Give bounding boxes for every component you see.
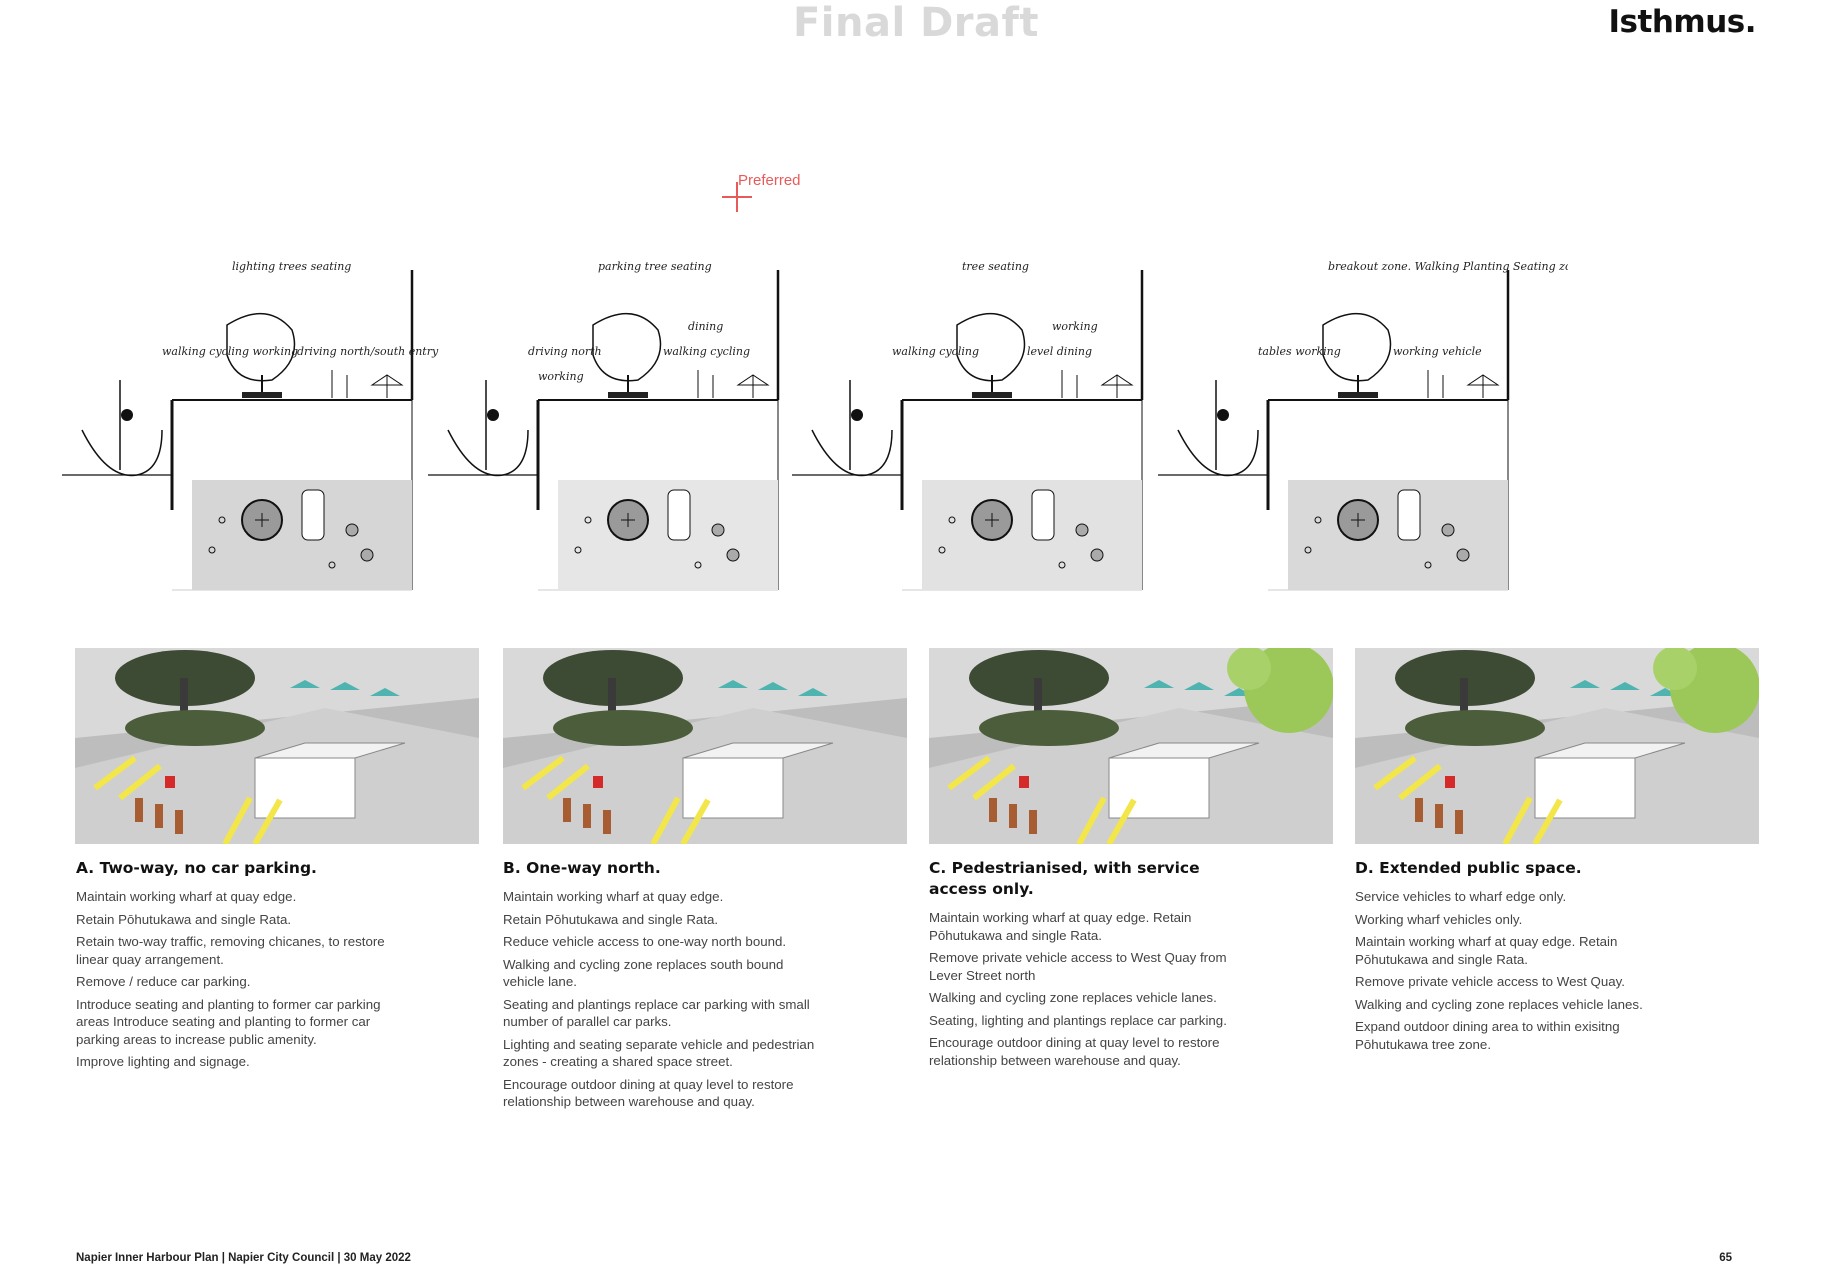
crosshair-icon [722,182,752,212]
option-item: Walking and cycling zone replaces vehicl… [1355,996,1643,1012]
render-illustration [503,648,907,844]
option-sketch: tree seating walking cycling level dinin… [792,220,1202,640]
sketch-note: working [538,370,584,383]
option-item: Expand outdoor dining area to within exi… [1355,1019,1620,1052]
option-item: Maintain working wharf at quay edge. [76,889,297,904]
footer-document-info: Napier Inner Harbour Plan | Napier City … [76,1252,411,1264]
section-plan-sketch: breakout zone. Walking Planting Seating … [1158,260,1568,591]
isthmus-logo: Isthmus. [1608,4,1757,40]
sketch-note: working vehicle [1393,345,1482,358]
section-plan-sketch: parking tree seating driving north walki… [428,260,780,591]
option-item: Improve lighting and signage. [76,1054,250,1069]
sketch-note: driving north/south entry [297,345,439,358]
section-plan-sketch: tree seating walking cycling level dinin… [792,260,1144,591]
option-item: Encourage outdoor dining at quay level t… [503,1076,794,1110]
option-title: D. Extended public space. [1355,859,1582,877]
sketch-note: level dining [1027,345,1092,358]
option-item: Introduce seating and planting to former… [76,996,381,1047]
street-render-c [929,648,1333,844]
street-render-d [1355,648,1759,844]
section-plan-sketch: lighting trees seating walking cycling w… [62,260,439,591]
option-item: Maintain working wharf at quay edge. [503,889,724,904]
option-item: Remove / reduce car parking. [76,974,251,989]
option-item: Seating and plantings replace car parkin… [503,996,810,1030]
option-item: Retain Pōhutukawa and single Rata. [76,911,292,927]
option-item: Retain two-way traffic, removing chicane… [76,934,385,967]
render-illustration [929,648,1333,844]
option-item: Service vehicles to wharf edge only. [1355,889,1567,904]
option-item: Seating, lighting and plantings replace … [929,1012,1227,1028]
sketch-note: tree seating [962,260,1029,273]
option-item: Retain Pōhutukawa and single Rata. [503,911,719,927]
option-item: Maintain working wharf at quay edge. Ret… [1355,934,1618,967]
sketch-note: parking tree seating [598,260,712,273]
option-item: Lighting and seating separate vehicle an… [503,1036,815,1070]
option-description-b: B. One-way north. Maintain working wharf … [503,858,823,1116]
sketch-note: walking cycling working [162,345,298,358]
sketch-note: dining [688,320,723,333]
option-title: C. Pedestrianised, with service access o… [929,859,1200,898]
option-item: Walking and cycling zone replaces vehicl… [929,990,1217,1005]
option-sketch: parking tree seating driving north walki… [428,220,838,640]
sketch-note: breakout zone. Walking Planting Seating … [1328,260,1568,273]
option-item: Working wharf vehicles only. [1355,911,1523,927]
option-description-c: C. Pedestrianised, with service access o… [929,858,1249,1074]
option-description-d: D. Extended public space. Service vehicle… [1355,858,1675,1058]
option-item: Reduce vehicle access to one-way north b… [503,934,787,949]
sketch-note: walking cycling [892,345,979,358]
sketch-note: lighting trees seating [232,260,351,273]
render-illustration [75,648,479,844]
option-item: Remove private vehicle access to West Qu… [1355,974,1625,989]
page-number: 65 [1719,1252,1732,1264]
option-title: B. One-way north. [503,859,661,877]
sketch-note: driving north [528,345,602,358]
option-item: Maintain working wharf at quay edge. Ret… [929,910,1192,943]
option-item: Walking and cycling zone replaces south … [503,956,784,990]
option-sketch: lighting trees seating walking cycling w… [62,220,472,640]
sketch-note: tables working [1258,345,1341,358]
option-title: A. Two-way, no car parking. [76,859,317,877]
option-sketch: breakout zone. Walking Planting Seating … [1158,220,1568,640]
final-draft-watermark: Final Draft [792,0,1040,46]
option-description-a: A. Two-way, no car parking. Maintain work… [76,858,396,1076]
street-render-a [75,648,479,844]
option-item: Remove private vehicle access to West Qu… [929,950,1227,983]
sketch-note: walking cycling [663,345,750,358]
option-item: Encourage outdoor dining at quay level t… [929,1035,1220,1068]
street-render-b [503,648,907,844]
preferred-marker: Preferred [722,168,842,218]
sketch-note: working [1052,320,1098,333]
preferred-label: Preferred [738,172,801,189]
render-illustration [1355,648,1759,844]
